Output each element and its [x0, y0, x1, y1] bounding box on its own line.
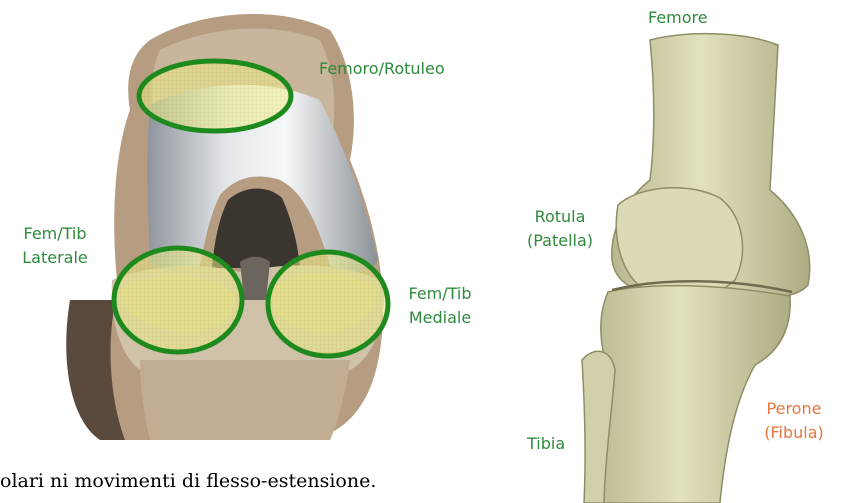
label-perone-line1: Perone: [752, 397, 836, 421]
ring-fem-tib-laterale: [114, 248, 242, 352]
ring-fem-tib-mediale: [268, 252, 388, 356]
label-fem-tib-laterale-line1: Fem/Tib: [2, 222, 108, 246]
label-femoro-rotuleo: Femoro/Rotuleo: [319, 57, 445, 81]
label-fem-tib-laterale: Fem/Tib Laterale: [2, 222, 108, 270]
label-femore: Femore: [648, 6, 708, 30]
tibia-body: [140, 360, 350, 440]
label-fem-tib-laterale-line2: Laterale: [2, 246, 108, 270]
ligament: [240, 257, 270, 300]
label-perone-line2: (Fibula): [752, 421, 836, 445]
ring-femoro-rotuleo: [139, 61, 291, 131]
caption-text: olari ni movimenti di flesso-estensione.: [0, 470, 376, 492]
label-perone: Perone (Fibula): [752, 397, 836, 445]
label-rotula-line1: Rotula: [510, 205, 610, 229]
label-rotula: Rotula (Patella): [510, 205, 610, 253]
label-tibia: Tibia: [527, 432, 565, 456]
label-femoro-rotuleo-text: Femoro/Rotuleo: [319, 57, 445, 81]
label-rotula-line2: (Patella): [510, 229, 610, 253]
label-tibia-text: Tibia: [527, 432, 565, 456]
tibia: [590, 286, 790, 503]
label-fem-tib-mediale-line1: Fem/Tib: [402, 282, 478, 306]
label-fem-tib-mediale-line2: Mediale: [402, 306, 478, 330]
label-fem-tib-mediale: Fem/Tib Mediale: [402, 282, 478, 330]
label-femore-text: Femore: [648, 6, 708, 30]
